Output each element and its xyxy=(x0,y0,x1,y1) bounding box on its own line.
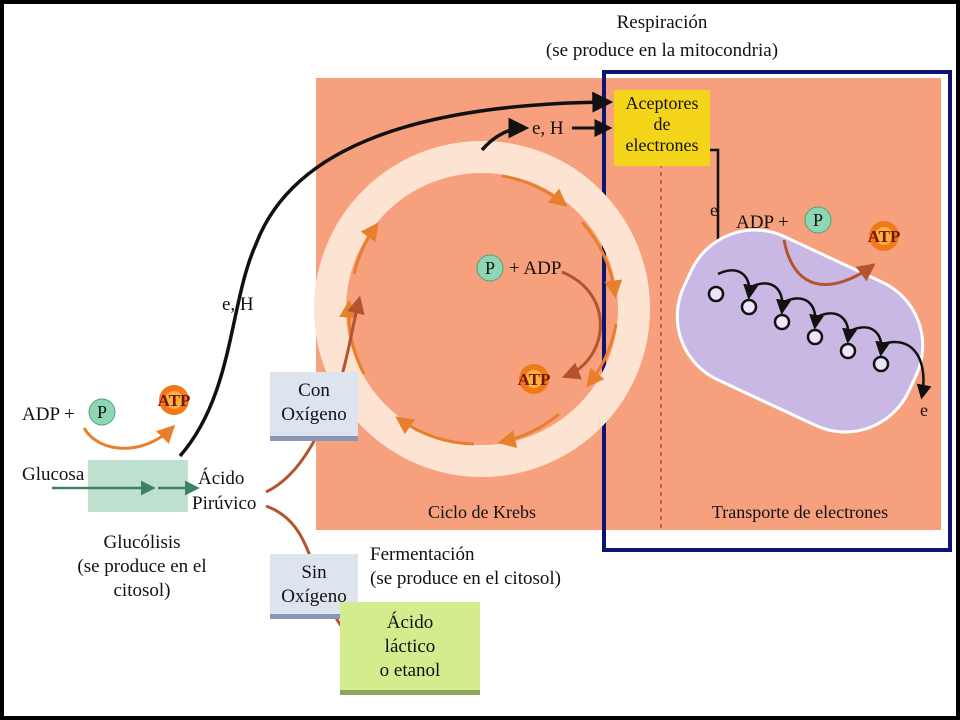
krebs-reactant: + ADP xyxy=(509,258,561,279)
acceptors-line1: Aceptores xyxy=(626,93,699,113)
fermentation-title: Fermentación xyxy=(370,544,475,565)
glucose-label: Glucosa xyxy=(22,464,85,485)
cellular-respiration-diagram: Respiración (se produce en la mitocondri… xyxy=(22,12,952,695)
electron-carrier-chain xyxy=(707,269,932,400)
pyruvic-line1: Ácido xyxy=(198,467,244,489)
without-oxygen-line2: Oxígeno xyxy=(281,586,346,607)
carrier-protein xyxy=(872,355,890,373)
without-oxygen-box-underline xyxy=(270,614,358,619)
fermentation-product-line2: láctico xyxy=(385,636,436,657)
krebs-atp-arrow xyxy=(561,270,602,380)
electron-path-from-krebs xyxy=(480,117,530,152)
transport-reactant: ADP + xyxy=(736,212,789,233)
with-oxygen-box-underline xyxy=(270,436,358,441)
carrier-protein xyxy=(806,328,824,346)
fermentation-product-line1: Ácido xyxy=(387,611,433,633)
electron-chain-out-label: e xyxy=(920,400,928,420)
respiration-title: Respiración xyxy=(617,12,708,33)
fermentation-product-box-underline xyxy=(340,690,480,695)
glycolysis-reactant: ADP + xyxy=(22,404,75,425)
respiration-subtitle: (se produce en la mitocondria) xyxy=(546,40,778,61)
fermentation-location: (se produce en el citosol) xyxy=(370,568,561,589)
transport-atp-arrow xyxy=(782,239,876,287)
electron-label-mid: e, H xyxy=(222,294,254,315)
glycolysis-title: Glucólisis xyxy=(103,532,180,553)
electron-label-top: e, H xyxy=(532,118,564,139)
with-oxygen-box xyxy=(270,372,358,438)
transport-atp: ATP xyxy=(868,227,901,246)
glycolysis-band xyxy=(88,460,188,512)
acceptors-line2: de xyxy=(654,114,671,134)
carrier-protein xyxy=(839,342,857,360)
with-oxygen-line1: Con xyxy=(298,380,330,401)
electron-acceptors-box xyxy=(614,90,710,166)
glycolysis-phosphate-icon xyxy=(88,398,116,426)
glycolysis-phosphate-label: P xyxy=(97,402,107,422)
krebs-cycle-arrows xyxy=(339,174,623,448)
glycolysis-location-2: citosol) xyxy=(114,580,171,601)
pyruvic-line2: Pirúvico xyxy=(192,493,256,514)
without-oxygen-line1: Sin xyxy=(301,562,327,583)
fermentation-product-line3: o etanol xyxy=(380,660,441,681)
electron-path-from-glycolysis xyxy=(178,91,614,458)
acceptors-line3: electrones xyxy=(626,135,699,155)
electron-chain-in-label: e xyxy=(710,200,718,220)
krebs-phosphate-icon xyxy=(476,254,504,282)
diagram-canvas: Respiración (se produce en la mitocondri… xyxy=(4,4,956,716)
glycolysis-atp: ATP xyxy=(158,391,191,410)
with-oxygen-line2: Oxígeno xyxy=(281,404,346,425)
anaerobic-branch-arrow xyxy=(265,504,312,557)
electron-transport-frame xyxy=(602,70,952,552)
krebs-label: Ciclo de Krebs xyxy=(428,502,536,522)
krebs-atp-burst-icon xyxy=(519,364,549,394)
carrier-protein xyxy=(740,298,758,316)
transport-atp-burst-icon xyxy=(869,221,899,251)
carrier-protein xyxy=(773,313,791,331)
electron-chain-input xyxy=(710,148,726,270)
carrier-protein xyxy=(707,285,725,303)
krebs-phosphate-label: P xyxy=(485,258,495,278)
glycolysis-location-1: (se produce en el xyxy=(77,556,206,577)
krebs-cycle-ring xyxy=(314,141,650,477)
transport-phosphate-label: P xyxy=(813,210,823,230)
glycolysis-atp-burst-icon xyxy=(159,385,189,415)
krebs-atp: ATP xyxy=(518,370,551,389)
transport-label: Transporte de electrones xyxy=(712,502,888,522)
fermentation-product-box xyxy=(340,602,480,692)
glycolysis-atp-arrow xyxy=(82,424,176,450)
transport-phosphate-icon xyxy=(804,206,832,234)
